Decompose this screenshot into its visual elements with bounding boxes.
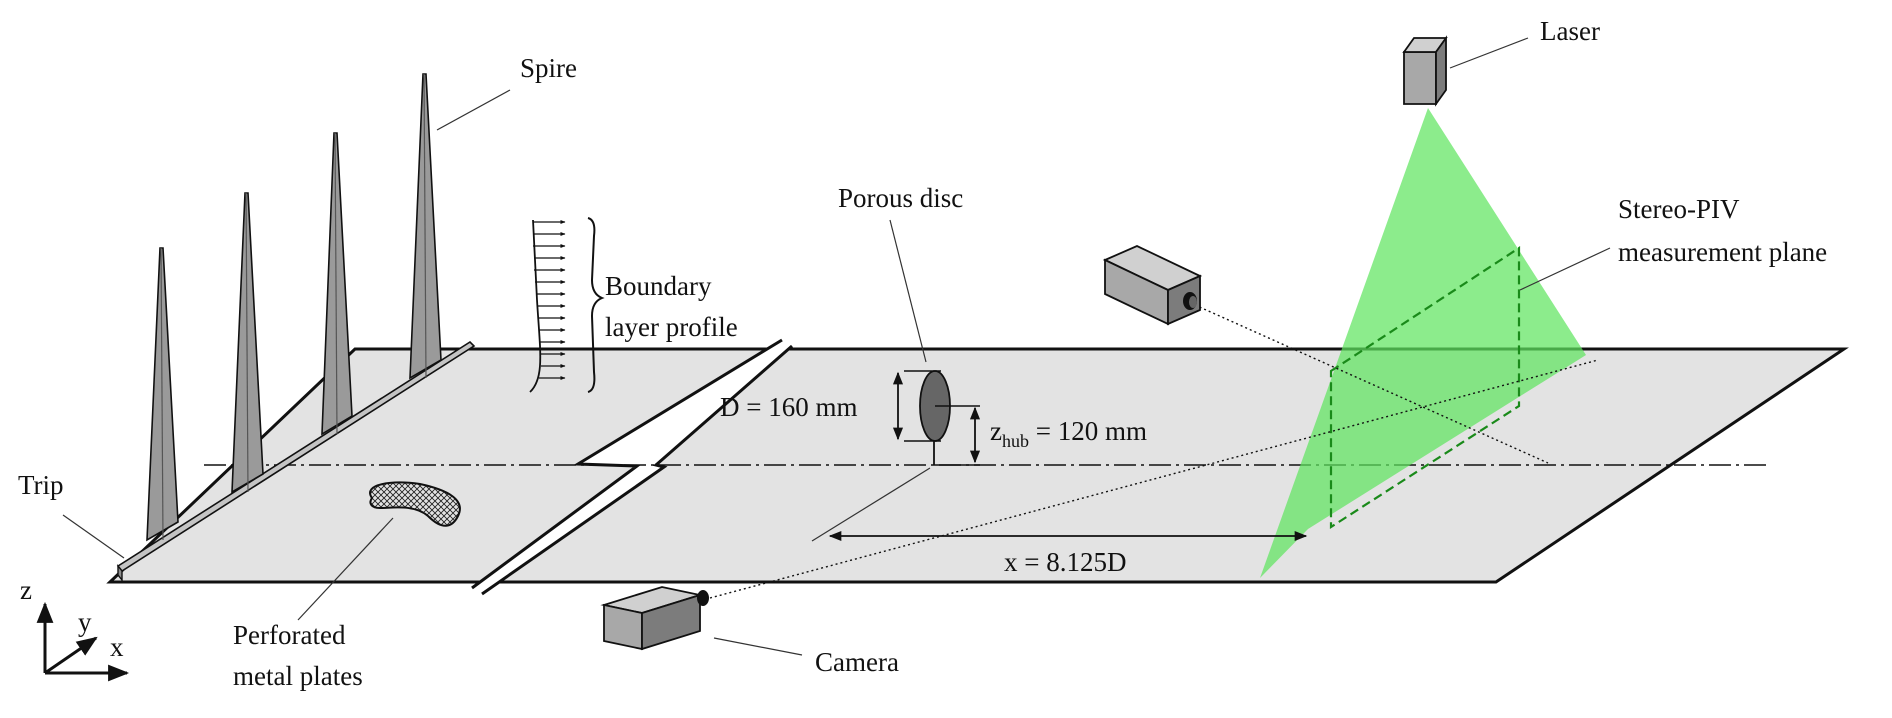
hub-height-label: zhub = 120 mm: [990, 416, 1147, 451]
tunnel-floor: [106, 338, 1849, 596]
camera-icon: [1102, 245, 1203, 326]
boundary-layer-label-line1: Boundary: [605, 271, 712, 301]
porous-disc: [892, 370, 981, 466]
perforated-label-line2: metal plates: [233, 661, 363, 691]
axis-x-label: x: [110, 632, 124, 662]
stereo-piv-label-line2: measurement plane: [1618, 237, 1827, 267]
porous-disc-label: Porous disc: [838, 183, 963, 213]
boundary-layer-label-line2: layer profile: [605, 312, 738, 342]
distance-label: x = 8.125D: [1004, 547, 1126, 577]
hub-height-subscript: hub: [1002, 431, 1029, 451]
spire-label: Spire: [520, 53, 577, 83]
spire: [321, 132, 353, 436]
axes-icon: [36, 601, 130, 682]
camera-label: Camera: [815, 647, 899, 677]
perforated-label-line1: Perforated: [233, 620, 346, 650]
boundary-layer-profile: [529, 217, 605, 393]
floor-break-line-b: [481, 344, 793, 596]
axis-z-label: z: [20, 575, 32, 605]
trip: [116, 340, 476, 582]
stereo-piv-plane: [1329, 245, 1521, 530]
diameter-label: D = 160 mm: [720, 392, 857, 422]
boundary-brace: [587, 217, 605, 393]
trip-label: Trip: [18, 470, 64, 500]
hub-height-value: = 120 mm: [1029, 416, 1147, 446]
laser-icon: [1402, 35, 1448, 107]
hub-height-symbol: z: [990, 416, 1002, 446]
leader-lines: [62, 37, 1611, 656]
laser-sheet-group: [709, 108, 1599, 599]
axis-y-label: y: [78, 607, 92, 637]
laser-sheet: [1260, 108, 1586, 578]
perforated-plate: [369, 481, 461, 527]
laser-label: Laser: [1540, 16, 1600, 46]
stereo-piv-label-line1: Stereo-PIV: [1618, 194, 1740, 224]
camera-icon: [600, 586, 709, 651]
spires: [146, 73, 442, 542]
camera-sightline-lower: [709, 359, 1599, 599]
